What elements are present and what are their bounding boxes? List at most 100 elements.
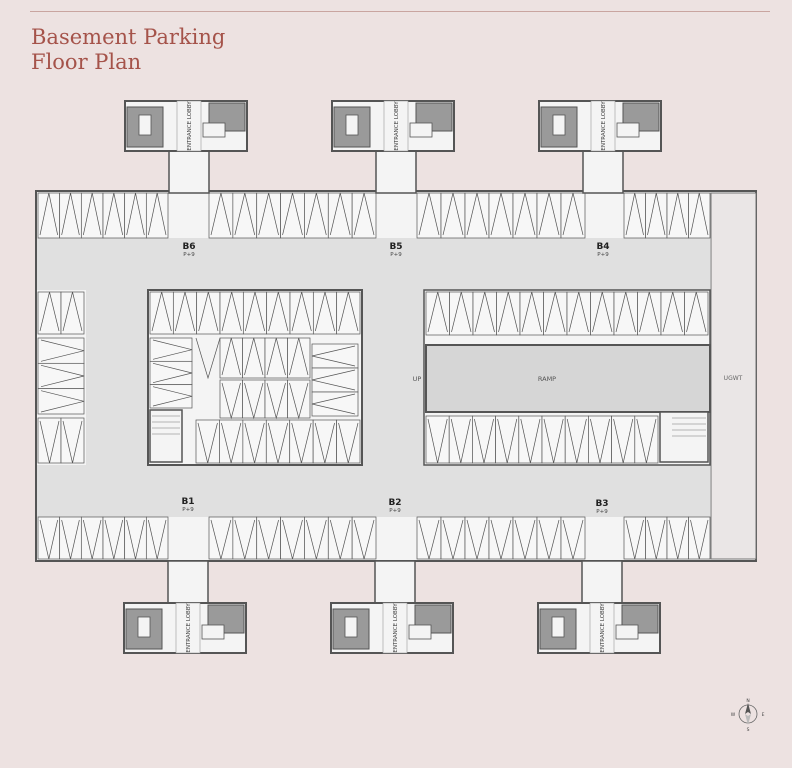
parking-stall bbox=[256, 516, 281, 560]
block-code-b5: B5 bbox=[389, 242, 402, 252]
tower-corridor bbox=[581, 560, 623, 606]
parking-stall-mark bbox=[311, 393, 356, 415]
parking-stall bbox=[208, 192, 234, 239]
aisle-left bbox=[86, 238, 148, 517]
parking-stall-mark bbox=[545, 291, 566, 333]
entrance-lobby bbox=[176, 100, 202, 152]
parking-stall-mark bbox=[636, 418, 657, 464]
parking-stall-mark bbox=[314, 291, 336, 332]
parking-stall bbox=[311, 343, 359, 369]
parking-stall bbox=[327, 192, 353, 239]
compass-icon: N S E W bbox=[731, 698, 765, 733]
entrance-lobby bbox=[382, 602, 408, 654]
parking-stall-mark bbox=[39, 519, 59, 560]
parking-stall-mark bbox=[174, 291, 196, 332]
parking-stall-mark bbox=[543, 418, 564, 464]
parking-stall bbox=[448, 415, 473, 464]
page-title: Basement Parking Floor Plan bbox=[31, 25, 225, 75]
parking-stall-mark bbox=[40, 339, 85, 362]
lift-shaft bbox=[552, 114, 566, 136]
parking-stall-mark bbox=[244, 337, 264, 376]
parking-stall bbox=[464, 192, 490, 239]
parking-stall bbox=[566, 291, 591, 336]
block-code-b4: B4 bbox=[596, 242, 609, 252]
parking-stall-mark bbox=[210, 192, 232, 236]
parking-stall bbox=[37, 192, 61, 239]
parking-stall-mark bbox=[338, 422, 359, 464]
parking-stall bbox=[312, 419, 337, 464]
lift-shaft bbox=[137, 616, 151, 638]
parking-stall-mark bbox=[126, 519, 145, 560]
parking-stall-mark bbox=[197, 422, 218, 464]
entrance-lobby bbox=[590, 100, 616, 152]
parking-stall bbox=[495, 415, 520, 464]
parking-stall bbox=[102, 192, 126, 239]
parking-stall-mark bbox=[566, 418, 587, 464]
lift-shaft bbox=[202, 122, 226, 138]
parking-stall bbox=[172, 291, 198, 335]
parking-stall bbox=[536, 192, 562, 239]
parking-stall-mark bbox=[195, 337, 221, 380]
parking-stall-mark bbox=[647, 519, 666, 560]
parking-stall bbox=[287, 337, 311, 379]
parking-stall bbox=[149, 337, 193, 362]
parking-stall bbox=[304, 516, 329, 560]
parking-stall-mark bbox=[520, 418, 541, 464]
parking-stall bbox=[289, 291, 314, 335]
parking-stall-mark bbox=[338, 291, 359, 332]
parking-stall bbox=[242, 291, 268, 335]
tower-corridor bbox=[375, 148, 417, 194]
parking-stall-mark bbox=[329, 519, 351, 560]
ramp-label: RAMP bbox=[538, 375, 556, 383]
parking-stall-mark bbox=[40, 390, 85, 413]
parking-stall bbox=[37, 362, 85, 390]
parking-stall-mark bbox=[625, 519, 644, 560]
parking-stall-mark bbox=[62, 420, 83, 464]
parking-stall-mark bbox=[639, 291, 660, 333]
parking-stall-mark bbox=[521, 291, 542, 333]
parking-stall bbox=[560, 516, 586, 560]
parking-stall-mark bbox=[592, 291, 613, 333]
parking-stall bbox=[645, 192, 668, 239]
parking-stall-mark bbox=[126, 192, 145, 236]
parking-stall bbox=[543, 291, 568, 336]
parking-stall-mark bbox=[61, 519, 80, 560]
parking-stall-mark bbox=[474, 418, 494, 464]
parking-stall-mark bbox=[244, 382, 264, 420]
parking-stall-mark bbox=[39, 192, 59, 236]
parking-stall-mark bbox=[662, 291, 683, 333]
parking-stall bbox=[488, 516, 514, 560]
parking-stall bbox=[440, 192, 466, 239]
parking-stall bbox=[219, 291, 244, 335]
parking-stall bbox=[264, 337, 288, 379]
parking-stall-mark bbox=[258, 519, 279, 560]
parking-stall bbox=[425, 415, 450, 464]
parking-stall-mark bbox=[450, 418, 471, 464]
parking-stall-mark bbox=[291, 291, 312, 332]
parking-stall-mark bbox=[221, 422, 242, 464]
parking-stall-mark bbox=[329, 192, 351, 236]
parking-stall bbox=[208, 516, 234, 560]
parking-stall bbox=[634, 415, 659, 464]
block-labels: B6 P+9 B5 P+9 B4 P+9 B1 P+9 B2 P+9 B3 P+… bbox=[181, 242, 609, 515]
parking-stall-mark bbox=[40, 364, 85, 388]
parking-stall-mark bbox=[314, 422, 335, 464]
block-parking-b6: P+9 bbox=[183, 252, 195, 258]
parking-stall-mark bbox=[353, 192, 375, 236]
block-parking-b4: P+9 bbox=[597, 252, 609, 258]
parking-stall-mark bbox=[82, 192, 102, 236]
parking-stall bbox=[564, 415, 589, 464]
parking-stall bbox=[351, 516, 377, 560]
parking-stall bbox=[59, 516, 82, 560]
parking-stall bbox=[336, 291, 361, 335]
ugwt-label: UGWT bbox=[724, 375, 743, 382]
parking-stall bbox=[145, 192, 169, 239]
parking-stall bbox=[666, 192, 689, 239]
parking-stall bbox=[312, 291, 338, 335]
parking-stall-mark bbox=[466, 519, 488, 560]
parking-stall bbox=[289, 419, 314, 464]
parking-stall-mark bbox=[152, 386, 193, 407]
parking-stall-mark bbox=[104, 192, 124, 236]
entrance-lobby-label: ENTRANCE LOBBY bbox=[601, 101, 607, 151]
